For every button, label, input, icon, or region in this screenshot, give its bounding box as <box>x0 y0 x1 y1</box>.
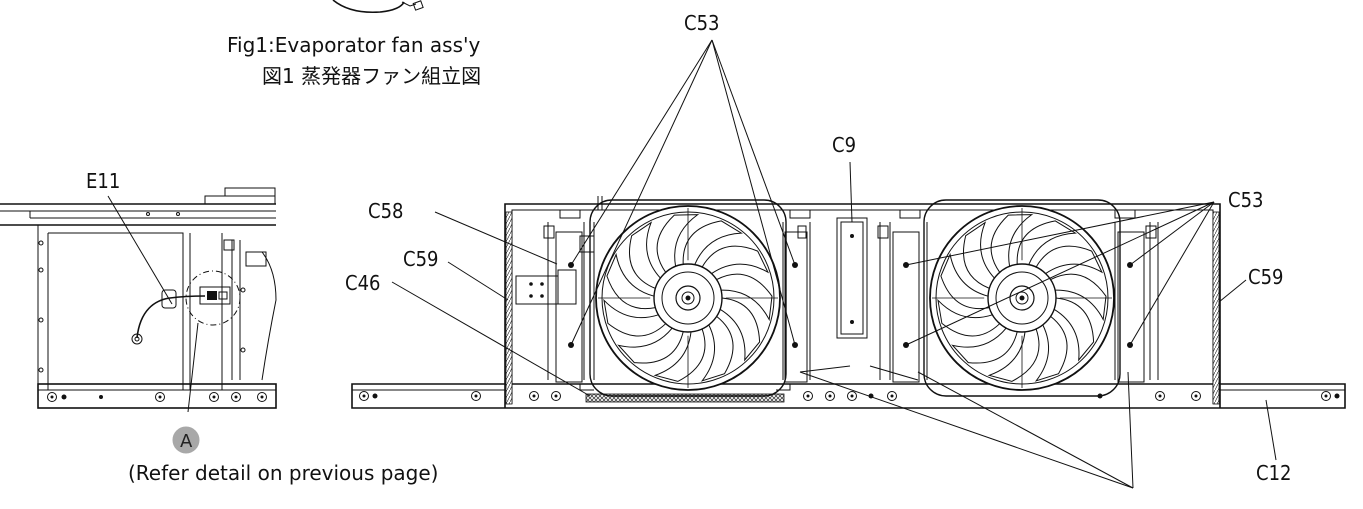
detail-marker-label: A <box>180 431 193 452</box>
leader-e11 <box>107 195 173 305</box>
callout-c46: C46 <box>345 271 380 295</box>
leader-lines <box>391 39 1277 489</box>
callout-e11: E11 <box>86 169 120 193</box>
evaporator-fan-right <box>923 199 1121 397</box>
fig1-remnant <box>332 0 424 14</box>
detail-marker-a: A <box>172 426 200 454</box>
callout-c12: C12 <box>1256 461 1291 485</box>
callout-c53-right: C53 <box>1228 188 1263 212</box>
callout-c53-top: C53 <box>684 11 719 35</box>
callout-c59-right: C59 <box>1248 265 1283 289</box>
callout-c9: C9 <box>832 133 856 157</box>
figure-caption-en: Fig1:Evaporator fan ass'y <box>227 33 480 57</box>
refer-note: (Refer detail on previous page) <box>128 461 439 485</box>
figure-caption-ja: 図1 蒸発器ファン組立図 <box>262 64 481 88</box>
front-view-assembly <box>351 196 1346 409</box>
side-view-detail <box>0 187 277 413</box>
evaporator-fan-left <box>589 199 787 397</box>
callout-c59-left: C59 <box>403 247 438 271</box>
callout-c58: C58 <box>368 199 403 223</box>
